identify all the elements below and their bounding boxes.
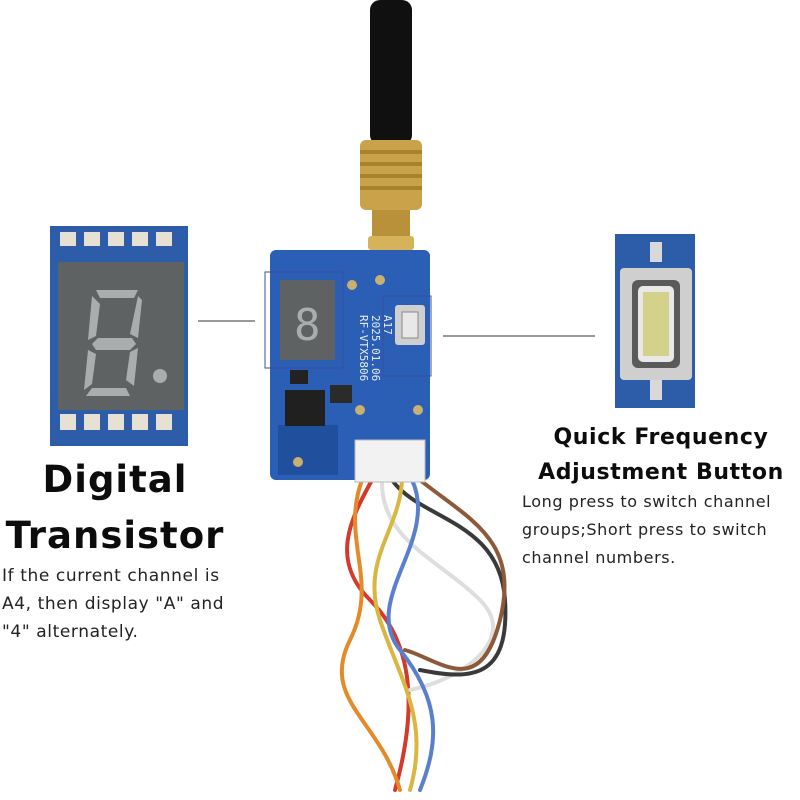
zoom-digital-display bbox=[50, 226, 188, 446]
button-highlight-box bbox=[382, 295, 432, 377]
title-line-2: Transistor bbox=[5, 514, 225, 557]
zoom-tactile-button bbox=[615, 234, 695, 408]
silkscreen-line2: 2025.01.06 bbox=[369, 315, 382, 381]
title-line-1: Quick Frequency bbox=[553, 425, 769, 450]
digital-transistor-description: If the current channel is A4, then displ… bbox=[2, 566, 225, 642]
quick-adjust-button-title: Quick Frequency Adjustment Button bbox=[520, 420, 800, 490]
silkscreen-line1: RF-VTX5806 bbox=[357, 315, 370, 381]
title-line-1: Digital bbox=[42, 458, 188, 501]
svg-text:8: 8 bbox=[294, 300, 321, 351]
wire-harness bbox=[339, 478, 508, 792]
pcb-chip bbox=[285, 390, 325, 426]
quick-adjust-button-description: Long press to switch channel groups;Shor… bbox=[522, 492, 772, 567]
silkscreen-line3: A17 bbox=[381, 315, 394, 335]
display-highlight-box bbox=[264, 271, 344, 369]
antenna-cable bbox=[370, 0, 412, 145]
pcb-wire-connector bbox=[354, 439, 426, 483]
digital-transistor-title: Digital Transistor bbox=[0, 452, 230, 564]
sma-connector bbox=[360, 140, 422, 250]
pcb-seven-seg-display bbox=[280, 280, 335, 360]
title-line-2: Adjustment Button bbox=[538, 460, 784, 485]
